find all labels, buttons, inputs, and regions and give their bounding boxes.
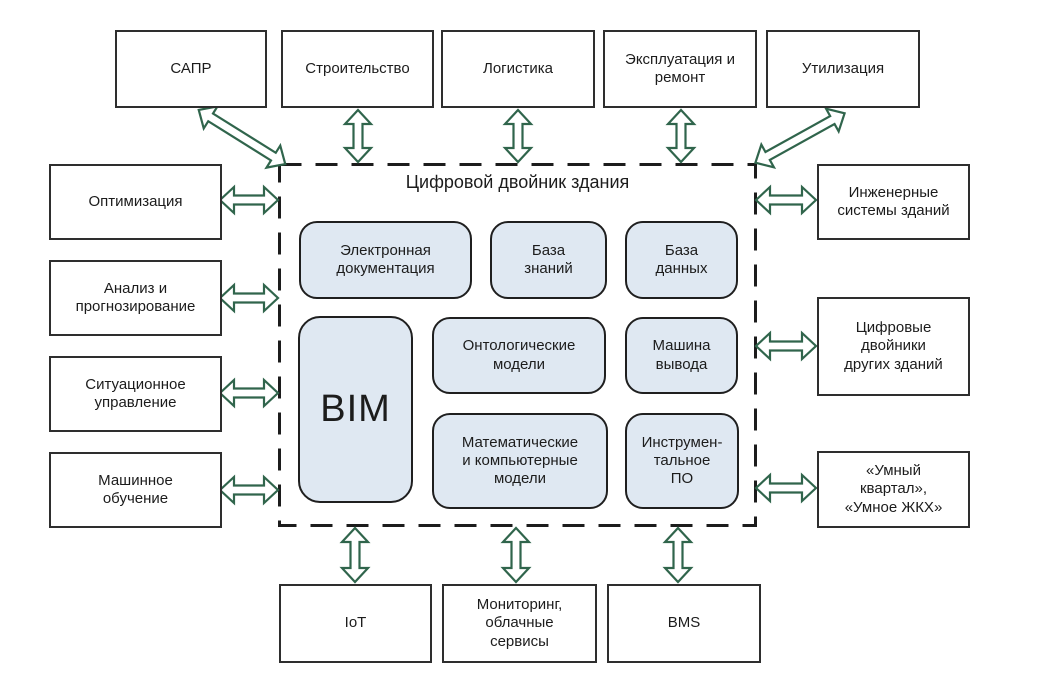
double-arrow-icon [339, 526, 371, 584]
inner-box-ontological-models: Онтологические модели [432, 317, 606, 394]
inner-box-bim: BIM [298, 316, 413, 503]
double-arrow-icon [218, 184, 280, 216]
inner-box-math-computer-models: Математические и компьютерные модели [432, 413, 608, 509]
double-arrow-icon [753, 107, 847, 169]
double-arrow-icon [197, 104, 287, 170]
double-arrow-icon [665, 108, 697, 164]
box-operation-repair: Эксплуатация и ремонт [603, 30, 757, 108]
box-machine-learning: Машинное обучение [49, 452, 222, 528]
digital-twin-title: Цифровой двойник здания [405, 172, 630, 193]
inner-box-instrumental-software: Инструмен- тальное ПО [625, 413, 739, 509]
double-arrow-icon [342, 108, 374, 164]
inner-box-knowledge-base: База знаний [490, 221, 607, 299]
double-arrow-icon [754, 472, 818, 504]
double-arrow-icon [502, 108, 534, 164]
box-utilization: Утилизация [766, 30, 920, 108]
box-smart-district: «Умный квартал», «Умное ЖКХ» [817, 451, 970, 528]
box-optimization: Оптимизация [49, 164, 222, 240]
double-arrow-icon [218, 282, 280, 314]
double-arrow-icon [754, 184, 818, 216]
box-iot: IoT [279, 584, 432, 663]
box-situational-management: Ситуационное управление [49, 356, 222, 432]
double-arrow-icon [500, 526, 532, 584]
box-logistics: Логистика [441, 30, 595, 108]
box-construction: Строительство [281, 30, 434, 108]
double-arrow-icon [218, 377, 280, 409]
inner-box-electronic-documentation: Электронная документация [299, 221, 472, 299]
box-other-building-twins: Цифровые двойники других зданий [817, 297, 970, 396]
double-arrow-icon [218, 474, 280, 506]
box-bms: BMS [607, 584, 761, 663]
box-analysis-forecasting: Анализ и прогнозирование [49, 260, 222, 336]
inner-box-database: База данных [625, 221, 738, 299]
box-engineering-systems: Инженерные системы зданий [817, 164, 970, 240]
box-monitoring-cloud: Мониторинг, облачные сервисы [442, 584, 597, 663]
double-arrow-icon [754, 330, 818, 362]
box-sapr: САПР [115, 30, 267, 108]
double-arrow-icon [662, 526, 694, 584]
inner-box-inference-engine: Машина вывода [625, 317, 738, 394]
